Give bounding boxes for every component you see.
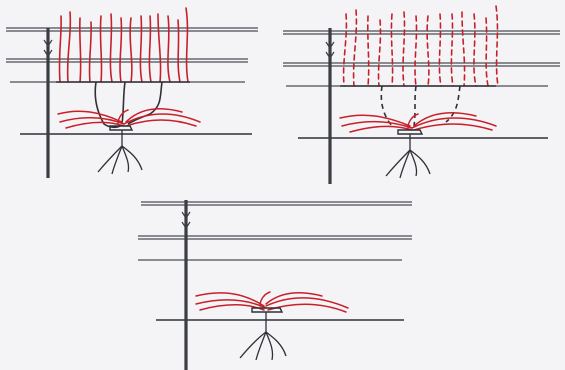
upright-canes: [59, 8, 188, 82]
vine-head: [252, 308, 282, 312]
vine-head: [398, 130, 422, 134]
trellis-post: [182, 200, 190, 370]
pruned-canes: [344, 6, 498, 86]
panel-3: [138, 200, 412, 370]
trellis-post: [326, 28, 334, 184]
trellis-wires: [283, 31, 560, 86]
roots: [386, 134, 430, 178]
base-canes: [340, 113, 496, 132]
panel-2: [283, 6, 560, 184]
trellis-post: [44, 28, 52, 178]
trellis-wires: [138, 202, 412, 260]
panel-1: [6, 8, 258, 178]
base-canes: [58, 109, 200, 128]
roots: [98, 130, 142, 174]
base-canes: [196, 292, 348, 312]
